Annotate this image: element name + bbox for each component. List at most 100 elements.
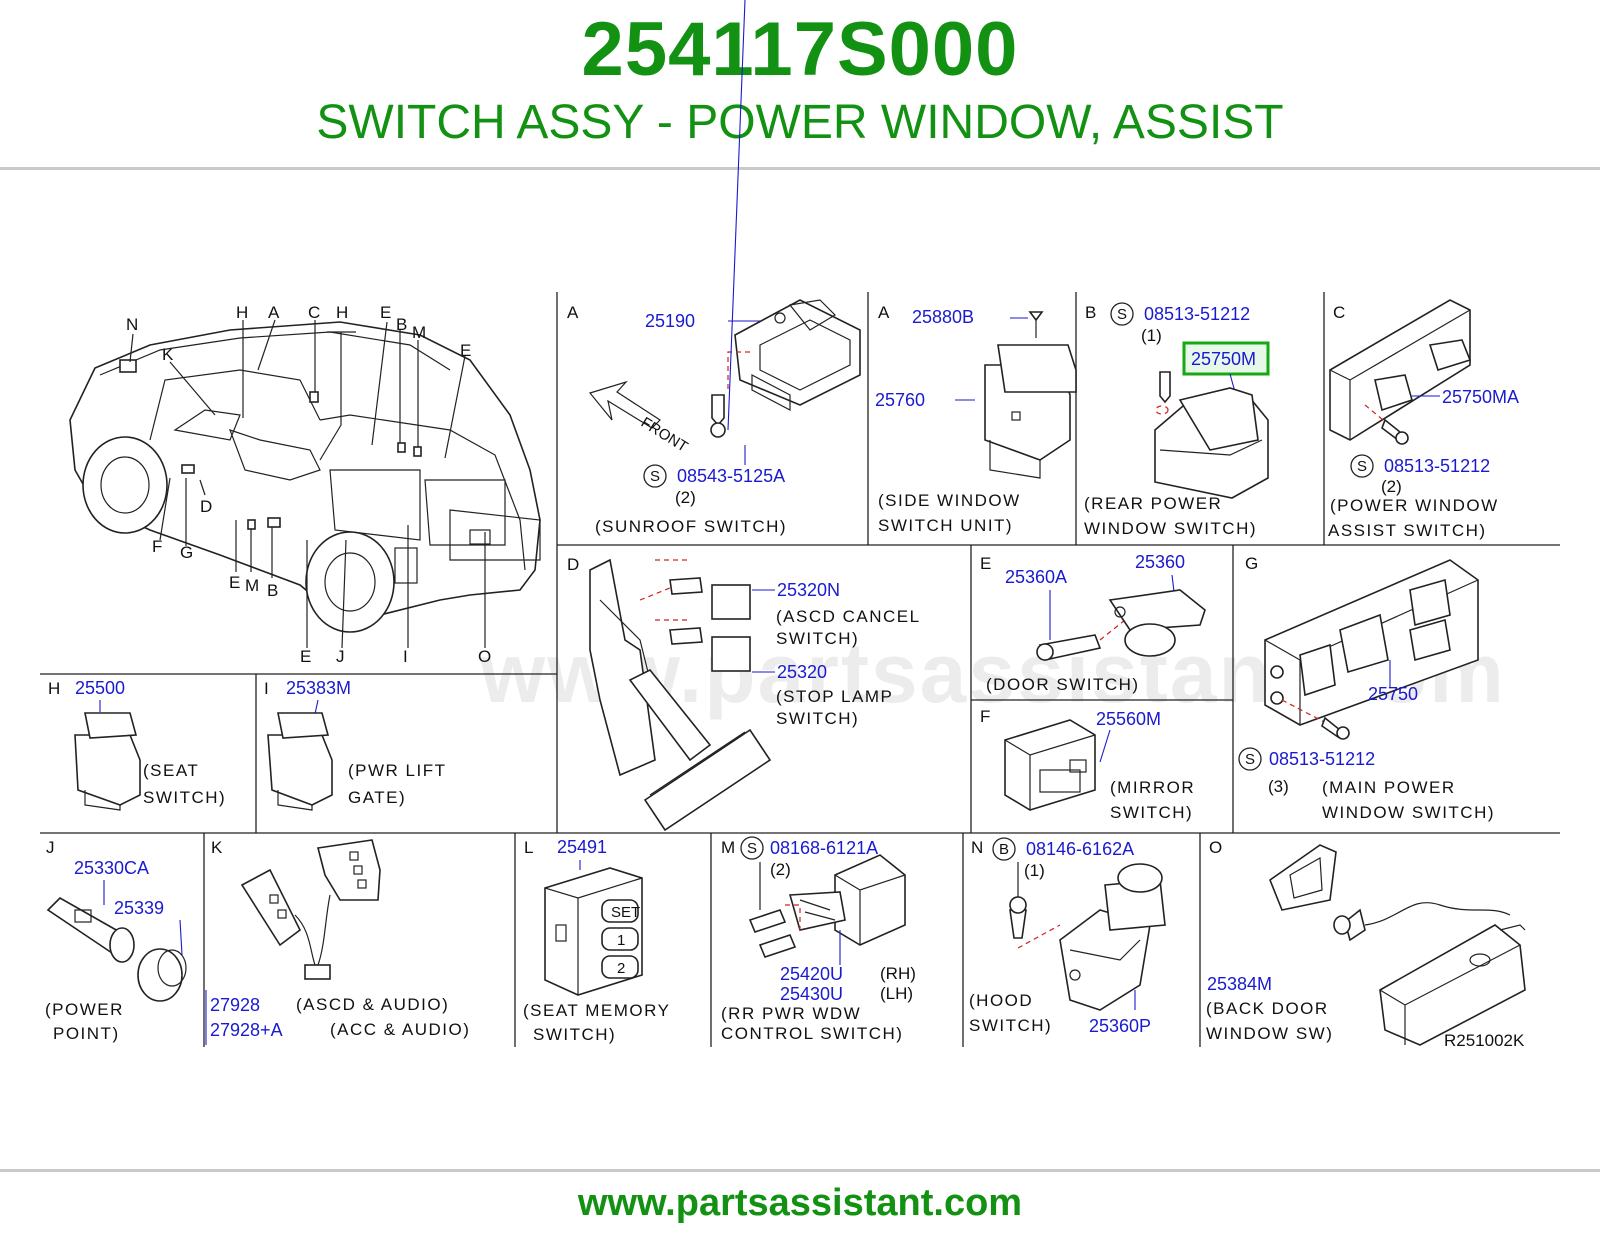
part-25339[interactable]: 25339 [114, 898, 164, 918]
diagram-label: SWITCH) [776, 629, 859, 648]
part-25360[interactable]: 25360 [1135, 552, 1185, 572]
part-name-subtitle: SWITCH ASSY - POWER WINDOW, ASSIST [316, 96, 1284, 149]
part-25190[interactable]: 25190 [645, 311, 695, 331]
highlighted-part-box [1182, 341, 1270, 376]
locator-e: E [460, 341, 471, 360]
locator-j: J [336, 647, 345, 666]
locator-e: E [380, 303, 391, 322]
part-25360A[interactable]: 25360A [1005, 567, 1067, 587]
panel-hood-switch: N B 08146-6162A (1) (HOOD SWITCH) 25360P [969, 837, 1166, 1036]
diagram-label: N [971, 838, 983, 857]
diagram-label: S [1245, 751, 1255, 768]
diagram-label: (REAR POWER [1084, 494, 1222, 513]
diagram-label: (STOP LAMP [776, 687, 893, 706]
locator-m: M [245, 576, 259, 595]
diagram-label: (POWER [45, 1000, 124, 1019]
part-08513-51212[interactable]: 08513-51212 [1384, 456, 1490, 476]
panel-ascd-stop-lamp-switch: D 25320N (ASCD CANCEL SWITCH) 25320 (STO… [567, 555, 919, 832]
part-08543-5125A[interactable]: 08543-5125A [677, 466, 785, 486]
locator-e: E [229, 573, 240, 592]
seat-memory-2-button[interactable]: 2 [617, 960, 625, 977]
diagram-label: C [1333, 303, 1345, 322]
diagram-label: S [650, 468, 660, 485]
diagram-label: (SEAT MEMORY [523, 1001, 670, 1020]
part-25420U[interactable]: 25420U [780, 964, 843, 984]
diagram-label: SWITCH) [533, 1025, 616, 1044]
locator-k: K [162, 345, 174, 364]
vehicle-locators [129, 319, 486, 649]
part-25320N[interactable]: 25320N [777, 580, 840, 600]
diagram-label: GATE) [348, 788, 406, 807]
diagram-label: (RR PWR WDW [721, 1004, 861, 1023]
locator-i: I [403, 647, 408, 666]
diagram-label: B [999, 841, 1009, 858]
part-25320[interactable]: 25320 [777, 662, 827, 682]
diagram-label: (1) [1024, 861, 1045, 880]
part-25360P[interactable]: 25360P [1089, 1016, 1151, 1036]
part-25750[interactable]: 25750 [1368, 684, 1418, 704]
part-25560M[interactable]: 25560M [1096, 709, 1161, 729]
locator-a: A [268, 303, 280, 322]
diagram-label: E [980, 554, 991, 573]
diagram-label: (HOOD [969, 991, 1033, 1010]
seat-memory-1-button[interactable]: 1 [617, 932, 625, 949]
part-25430U[interactable]: 25430U [780, 984, 843, 1004]
panel-back-door-window-sw: O 25384M (BACK DOOR WINDOW SW) R251002K [1206, 838, 1526, 1050]
diagram-label: WINDOW SWITCH) [1322, 803, 1495, 822]
diagram-label: SWITCH) [1110, 803, 1193, 822]
part-08146-6162A[interactable]: 08146-6162A [1026, 839, 1134, 859]
panel-power-window-assist-switch: C 25750MA S 08513-51212 (2) (POWER WINDO… [1328, 299, 1519, 540]
part-25491[interactable]: 25491 [557, 837, 607, 857]
panel-mirror-switch: F 25560M (MIRROR SWITCH) [980, 707, 1195, 822]
diagram-label: M [721, 838, 735, 857]
part-25750M[interactable]: 25750M [1191, 349, 1256, 369]
diagram-label: (2) [1381, 477, 1402, 496]
footer-url[interactable]: www.partsassistant.com [577, 1182, 1023, 1224]
part-number-title: 254117S000 [581, 7, 1019, 92]
seat-memory-set-button[interactable]: SET [611, 904, 640, 921]
panel-rr-pwr-wdw-control-switch: M S 08168-6121A (2) 25420U 25430U (RH) (… [721, 836, 916, 1043]
part-25880B[interactable]: 25880B [912, 307, 974, 327]
diagram-label: WINDOW SWITCH) [1084, 519, 1257, 538]
locator-d: D [200, 497, 212, 516]
locator-o: O [478, 647, 491, 666]
diagram-label: (ASCD & AUDIO) [296, 995, 449, 1014]
header-divider [0, 167, 1600, 170]
locator-g: G [180, 543, 193, 562]
part-25500[interactable]: 25500 [75, 678, 125, 698]
diagram-label: L [524, 838, 533, 857]
diagram-label: (SEAT [143, 761, 199, 780]
panel-power-point: J 25330CA 25339 (POWER POINT) [45, 838, 187, 1043]
part-08513-51212[interactable]: 08513-51212 [1269, 749, 1375, 769]
caption-sunroof: (SUNROOF SWITCH) [595, 517, 787, 536]
diagram-grid [40, 292, 1560, 1047]
part-27928[interactable]: 27928 [210, 995, 260, 1015]
part-25760[interactable]: 25760 [875, 390, 925, 410]
locator-b: B [396, 315, 407, 334]
diagram-label: F [980, 707, 990, 726]
part-25750MA[interactable]: 25750MA [1442, 387, 1519, 407]
diagram-label: A [567, 303, 579, 322]
part-25384M[interactable]: 25384M [1207, 974, 1272, 994]
part-08513-51212[interactable]: 08513-51212 [1144, 304, 1250, 324]
locator-e: E [300, 647, 311, 666]
diagram-reference-code: R251002K [1444, 1031, 1525, 1050]
diagram-label: A [878, 303, 890, 322]
part-27928A[interactable]: 27928+A [210, 1020, 283, 1040]
diagram-label: S [1357, 458, 1367, 475]
diagram-label: (BACK DOOR [1206, 999, 1329, 1018]
diagram-label: POINT) [53, 1024, 120, 1043]
diagram-label: (1) [1141, 326, 1162, 345]
locator-c: C [308, 303, 320, 322]
diagram-label: CONTROL SWITCH) [721, 1024, 903, 1043]
diagram-label: S [747, 840, 757, 857]
part-25383M[interactable]: 25383M [286, 678, 351, 698]
part-08168-6121A[interactable]: 08168-6121A [770, 838, 878, 858]
diagram-label: SWITCH) [143, 788, 226, 807]
diagram-label: (MIRROR [1110, 778, 1195, 797]
part-25330CA[interactable]: 25330CA [74, 858, 149, 878]
diagram-label: (3) [1268, 777, 1289, 796]
diagram-label: G [1245, 554, 1258, 573]
panel-seat-switch: H 25500 (SEAT SWITCH) [48, 678, 226, 811]
